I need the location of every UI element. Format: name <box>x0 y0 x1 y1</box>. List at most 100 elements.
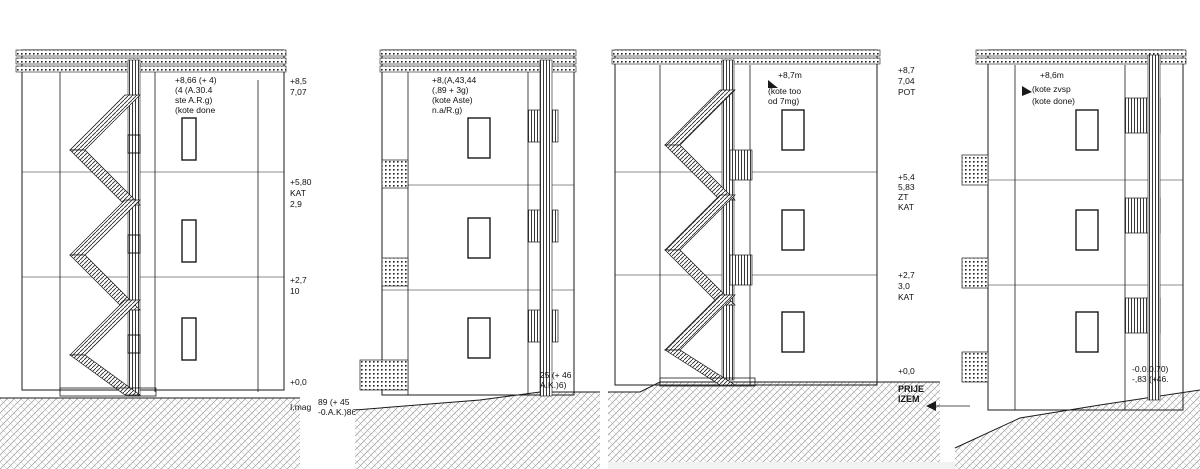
elevation-label-bottom: -,83 (+46. <box>1132 374 1169 384</box>
roof-band <box>975 57 1187 65</box>
stair-flight <box>664 249 736 306</box>
window <box>467 117 491 159</box>
elevation-label-right: +0,0 <box>898 366 915 376</box>
window <box>781 311 805 353</box>
balcony-railing <box>729 254 753 286</box>
elevation-2: +8,(A,43,44 (,89 + 3g) (kote Aste) n.a/R… <box>354 49 600 469</box>
elevation-label-right: IZEM <box>898 394 920 404</box>
footer-strip <box>608 462 1200 469</box>
elevation-label-bottom: 89 (+ 45 <box>318 397 350 407</box>
balcony-railing <box>359 359 409 391</box>
elevation-label-right: +5,80 <box>290 177 312 187</box>
ground-hatch <box>0 398 300 469</box>
elevation-label-left: (kote Aste) <box>432 95 473 105</box>
base-slab <box>59 387 157 397</box>
elevation-label-left: +8,7m <box>778 70 802 80</box>
elevation-label-left: od 7mg) <box>768 96 799 106</box>
elevation-label-right: +8,5 <box>290 76 307 86</box>
elevation-label-right: KAT <box>898 202 914 212</box>
window <box>1075 311 1099 353</box>
column <box>127 59 141 397</box>
ground-hatch <box>955 390 1200 469</box>
balcony-railing <box>729 149 753 181</box>
entrance-arrow-icon <box>1022 86 1032 96</box>
roof-band <box>975 49 1187 57</box>
roof-band <box>379 57 577 65</box>
elevation-label-right: PRIJE <box>898 384 924 394</box>
elevation-label-left: +8,(A,43,44 <box>432 75 476 85</box>
stair-flight <box>69 254 141 311</box>
balcony-railing <box>381 257 409 287</box>
roof-band <box>15 65 287 73</box>
balcony-railing <box>381 159 409 189</box>
building-outline <box>21 49 285 391</box>
elevation-label-right: KAT <box>898 292 914 302</box>
window <box>181 219 197 263</box>
balcony-railing <box>961 257 989 289</box>
stair-flight <box>663 349 737 386</box>
elevation-label-bottom: I,mag <box>290 402 312 412</box>
elevation-label-left: (kote zvsp <box>1032 84 1071 94</box>
elevation-label-right: 2,9 <box>290 199 302 209</box>
elevation-label-left: (kote too <box>768 86 801 96</box>
window <box>127 134 141 154</box>
elevation-label-left: (4 (A.30.4 <box>175 85 213 95</box>
elevation-label-right: +0,0 <box>290 377 307 387</box>
elevation-label-right: 7,04 <box>898 76 915 86</box>
roof-band <box>15 57 287 65</box>
ground-level-arrow-icon <box>926 401 936 411</box>
roof-band <box>379 65 577 73</box>
roof-band <box>611 57 881 65</box>
entrance-arrow-icon <box>768 80 778 88</box>
ground-hatch <box>608 382 940 462</box>
elevation-label-left: (kote done <box>175 105 215 115</box>
window <box>127 234 141 254</box>
window <box>127 334 141 354</box>
elevation-label-left: (kote done) <box>1032 96 1075 106</box>
elevation-label-right: +8,7 <box>898 65 915 75</box>
window <box>467 317 491 359</box>
elevation-label-bottom: -0.A.K.)86) <box>318 407 359 417</box>
stair-flight <box>68 354 142 396</box>
column <box>721 59 735 381</box>
window <box>181 117 197 161</box>
elevation-label-bottom: 25 (+ 46 <box>540 370 572 380</box>
roof-band <box>379 49 577 57</box>
column <box>539 59 553 397</box>
window <box>1075 209 1099 251</box>
building-outline <box>614 49 878 386</box>
window <box>781 109 805 151</box>
elevation-label-left: (,89 + 3g) <box>432 85 469 95</box>
elevation-label-right: 3,0 <box>898 281 910 291</box>
window <box>181 317 197 361</box>
balcony-railing <box>961 154 989 186</box>
elevation-label-right: +2,7 <box>898 270 915 280</box>
elevation-label-right: 5,83 <box>898 182 915 192</box>
base-slab <box>659 377 756 387</box>
roof-band <box>15 49 287 57</box>
stair-flight <box>69 149 141 206</box>
elevation-label-right: ZT <box>898 192 908 202</box>
elevation-3: +8,7m (kote too od 7mg) +8,7 7,04 POT +5… <box>608 49 970 462</box>
elevation-label-left: +8,6m <box>1040 70 1064 80</box>
column <box>1147 54 1161 401</box>
elevation-label-left: n.a/R.g) <box>432 105 462 115</box>
elevation-label-left: +8,66 (+ 4) <box>175 75 217 85</box>
elevation-label-right: KAT <box>290 188 306 198</box>
elevation-1: +8,66 (+ 4) (4 (A.30.4 ste A.R.g) (kote … <box>0 49 359 469</box>
elevation-label-right: 7,07 <box>290 87 307 97</box>
ground-hatch <box>355 392 600 469</box>
elevation-label-right: 10 <box>290 286 300 296</box>
elevation-label-bottom: A.K.)6) <box>540 380 567 390</box>
window <box>1075 109 1099 151</box>
window <box>781 209 805 251</box>
window <box>467 217 491 259</box>
elevation-label-left: ste A.R.g) <box>175 95 212 105</box>
balcony-railing <box>961 351 989 383</box>
elevation-4: +8,6m (kote zvsp (kote done) -0.0.0.70) … <box>954 49 1200 469</box>
elevation-label-right: POT <box>898 87 915 97</box>
roof-band <box>611 49 881 57</box>
elevation-label-bottom: -0.0.0.70) <box>1132 364 1169 374</box>
elevation-label-right: +2,7 <box>290 275 307 285</box>
